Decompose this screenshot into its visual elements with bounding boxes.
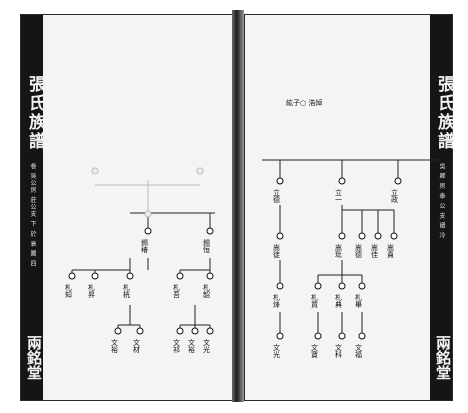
person-name: 嵩玭 xyxy=(335,244,343,259)
left-page-volume-mark: 兩銘堂 xyxy=(25,335,43,380)
person-node-circle xyxy=(358,282,366,290)
person-node-circle xyxy=(276,332,284,340)
person-name: 文寶 xyxy=(311,343,319,359)
person-node-circle xyxy=(206,272,214,280)
person-name: 札烽 xyxy=(273,293,281,309)
person-name: 嵩徒 xyxy=(273,244,281,259)
person-name: 文材 xyxy=(133,338,141,353)
person-name: 文光 xyxy=(273,343,281,359)
person-node-circle xyxy=(276,177,284,185)
person-name: 文裕 xyxy=(188,338,196,354)
left-page-title-band: 張氏族譜 卷 吳公房 莊公支 下 於 衰 圖 四 兩銘堂 xyxy=(21,15,45,400)
person-node-circle xyxy=(338,177,346,185)
person-node-circle xyxy=(206,327,214,335)
person-node-circle xyxy=(394,177,402,185)
person-node-circle xyxy=(91,272,99,280)
person-node-circle xyxy=(144,227,152,235)
person-node-circle xyxy=(276,232,284,240)
person-node-circle xyxy=(276,282,284,290)
person-name: 立一 xyxy=(335,188,343,203)
person-name: 札吾 xyxy=(173,283,181,299)
right-page-title-band: 張氏族譜 吳 卿 房 泰 公 支 譜 冷 兩銘堂 xyxy=(430,15,454,400)
person-node-circle xyxy=(338,282,346,290)
person-name: 文光 xyxy=(203,338,211,354)
person-name: 錫椿 xyxy=(141,238,149,254)
person-name: 札桄 xyxy=(123,283,131,299)
left-page: 張氏族譜 卷 吳公房 莊公支 下 於 衰 圖 四 兩銘堂 xyxy=(20,14,234,401)
tree-edges xyxy=(71,159,440,336)
person-node-circle xyxy=(358,232,366,240)
right-page-top-note: 紘子○ 浩焯 xyxy=(286,98,322,107)
person-node-circle xyxy=(390,232,398,240)
person-name: 嵩貴 xyxy=(387,244,395,259)
person-node-circle xyxy=(144,210,152,218)
person-node-circle xyxy=(314,282,322,290)
right-page-title: 張氏族譜 xyxy=(434,75,454,151)
person-node-circle xyxy=(374,232,382,240)
person-node-circle xyxy=(91,167,99,175)
person-node-circle xyxy=(68,272,76,280)
person-name: 札典 xyxy=(335,293,343,309)
person-node-circle xyxy=(338,332,346,340)
person-name: 札畢 xyxy=(355,293,363,308)
left-page-subheader: 卷 吳公房 莊公支 下 於 衰 圖 四 xyxy=(29,163,36,268)
person-node-circle xyxy=(196,167,204,175)
person-name: 文福 xyxy=(355,343,363,359)
person-name: 札韶 xyxy=(203,283,211,299)
tree-nodes: 錫椿錫恒札知札昇札桄札吾札韶文裕文材文祁文裕文光立德立一立政嵩徒嵩玭嵩德嵩佳嵩貴… xyxy=(65,167,402,359)
person-name: 嵩佳 xyxy=(371,244,379,258)
person-node-circle xyxy=(126,272,134,280)
right-page-volume-mark: 兩銘堂 xyxy=(434,335,452,380)
person-name: 錫恒 xyxy=(203,238,211,254)
person-node-circle xyxy=(191,327,199,335)
person-name: 文科 xyxy=(335,343,343,359)
left-page-title: 張氏族譜 xyxy=(25,75,45,151)
person-node-circle xyxy=(206,227,214,235)
person-name: 文裕 xyxy=(111,338,119,354)
person-name: 嵩德 xyxy=(355,244,363,259)
person-name: 札買 xyxy=(311,293,319,309)
person-name: 立政 xyxy=(391,188,399,204)
person-node-circle xyxy=(338,232,346,240)
person-name: 文祁 xyxy=(173,338,181,354)
person-name: 札知 xyxy=(65,283,73,299)
person-node-circle xyxy=(176,327,184,335)
person-node-circle xyxy=(114,327,122,335)
book-spine xyxy=(232,10,244,402)
person-node-circle xyxy=(358,332,366,340)
person-node-circle xyxy=(136,327,144,335)
person-name: 立德 xyxy=(273,188,281,204)
person-node-circle xyxy=(176,272,184,280)
person-node-circle xyxy=(314,332,322,340)
person-name: 札昇 xyxy=(88,283,96,299)
right-page-subheader: 吳 卿 房 泰 公 支 譜 冷 xyxy=(438,163,445,240)
